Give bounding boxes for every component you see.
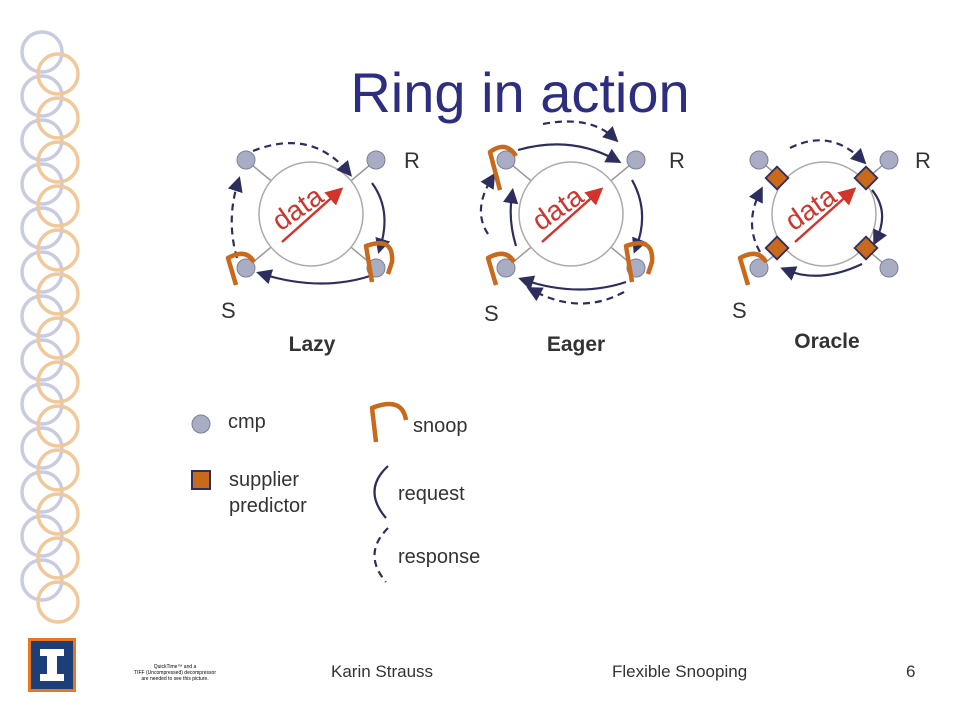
predictor-icon [764, 235, 790, 261]
request-arrow [371, 182, 391, 254]
quicktime-notice: QuickTime™ and a TIFF (Uncompressed) dec… [134, 664, 216, 682]
data-arrow [541, 187, 604, 243]
request-arrow [780, 263, 863, 281]
snoop-icon [737, 251, 768, 286]
request-arrow [517, 143, 622, 163]
cmp-node [879, 258, 899, 278]
predictor-icon [853, 165, 879, 191]
requester-label: R [915, 148, 931, 173]
request-arrow [871, 189, 888, 246]
diagram-caption: Oracle [794, 330, 859, 353]
request-arrow [502, 187, 519, 247]
response-arrow [748, 186, 763, 253]
requester-label: R [669, 148, 685, 173]
cmp-node [236, 258, 256, 278]
legend-cmp-label: cmp [228, 411, 266, 433]
cmp-node [749, 150, 769, 170]
snoop-icon [225, 251, 256, 286]
legend-response-label: response [398, 546, 481, 568]
university-logo [28, 638, 76, 692]
snoop-legend-icon [369, 401, 409, 443]
cmp-node [626, 150, 646, 170]
response-arrow [479, 172, 496, 235]
predictor-icon [853, 235, 879, 261]
eager-diagram: data R S Eager [479, 120, 685, 356]
cmp-node [366, 150, 386, 170]
legend-predictor-label: predictor [229, 495, 307, 517]
legend-snoop-label: snoop [413, 415, 468, 437]
snoop-icon [485, 251, 516, 286]
legend-request-label: request [398, 483, 465, 505]
supplier-label: S [732, 298, 747, 323]
slide-title: Ring in action [350, 61, 690, 124]
data-arrow [794, 187, 857, 243]
cmp-node [496, 150, 516, 170]
legend-supplier-label: supplier [229, 469, 300, 491]
snoop-icon [623, 241, 655, 283]
page-number: 6 [906, 662, 916, 681]
oracle-diagram: data R S Oracle [732, 139, 931, 353]
request-arrow [256, 269, 371, 285]
requester-label: R [404, 148, 420, 173]
ring-border-decoration [20, 30, 80, 624]
response-arrow [526, 287, 625, 305]
cmp-node [496, 258, 516, 278]
legend [191, 401, 409, 583]
lazy-diagram: data R S Lazy [221, 142, 420, 356]
snoop-icon [363, 241, 395, 283]
cmp-node [236, 150, 256, 170]
response-legend-icon [373, 527, 389, 583]
response-arrow [542, 120, 619, 143]
snoop-icon [487, 144, 518, 191]
diagram-caption: Eager [547, 333, 605, 356]
supplier-label: S [484, 301, 499, 326]
response-arrow [252, 142, 352, 177]
response-arrow [227, 176, 243, 259]
request-arrow [518, 275, 627, 291]
footer-author: Karin Strauss [331, 662, 434, 681]
request-arrow [631, 179, 647, 254]
response-arrow [789, 139, 867, 165]
cmp-legend-icon [191, 414, 211, 434]
data-arrow [281, 187, 344, 243]
predictor-legend-icon [191, 470, 211, 490]
request-legend-icon [373, 465, 389, 519]
diagram-caption: Lazy [289, 333, 336, 356]
predictor-icon [764, 165, 790, 191]
cmp-node [879, 150, 899, 170]
footer-talk-title: Flexible Snooping [612, 662, 748, 681]
supplier-label: S [221, 298, 236, 323]
cmp-node [749, 258, 769, 278]
